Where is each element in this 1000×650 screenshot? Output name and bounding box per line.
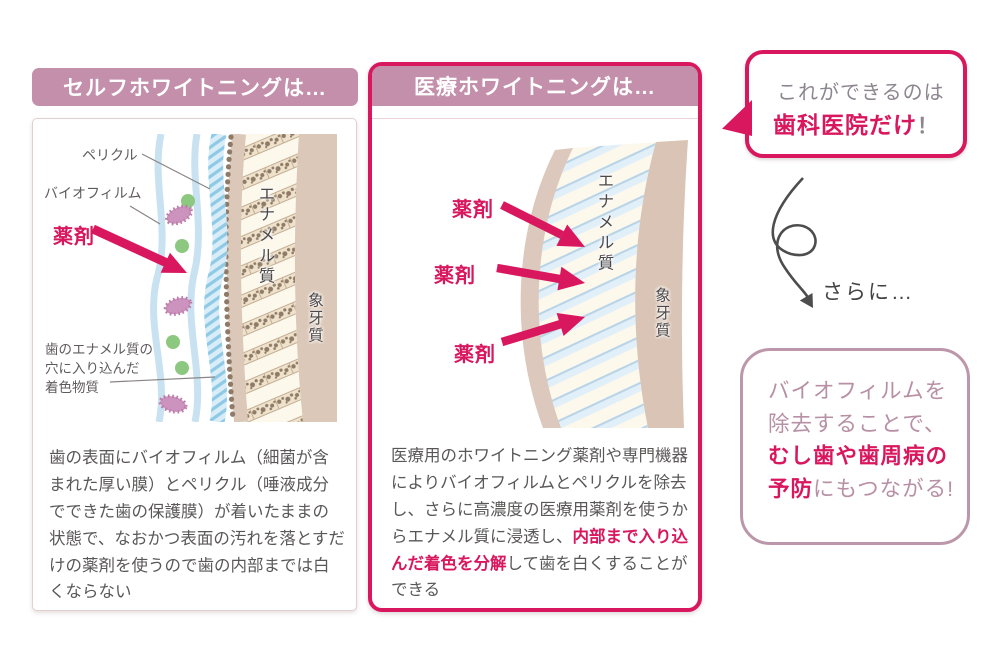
self-whitening-description: 歯の表面にバイオフィルム（細菌が含まれた厚い膜）とペリクル（唾液成分でできた歯の… <box>49 449 345 602</box>
bacteria-dots <box>166 194 195 375</box>
description-highlight: 内部まで入り込んだ着色を分解 <box>391 527 688 573</box>
bubble1-line2: 歯科医院だけ！ <box>773 106 939 140</box>
bubble1-exclamation: ！ <box>917 115 939 138</box>
dentin-layer <box>635 140 688 428</box>
dentist-only-bubble: これができるのは 歯科医院だけ！ <box>722 50 967 158</box>
biofilm-wave <box>150 134 166 422</box>
description-text: 医療用のホワイトニング薬剤や専門機器によりバイオフィルムとペリクルを除去し、さら… <box>391 447 688 546</box>
description-text: して歯を白くすることができる <box>391 554 688 600</box>
self-whitening-diagram <box>91 134 337 422</box>
stain-substance-label: 歯のエナメル質の 穴に入り込んだ 着色物質 <box>45 342 153 395</box>
agent-label-1: 薬剤 <box>452 199 494 221</box>
speech-bubble-tail-icon <box>722 100 752 136</box>
dentin-layer <box>294 134 337 422</box>
agent-arrow-icons <box>496 201 585 347</box>
tooth-layers <box>150 134 337 422</box>
bubble2-highlight2: 予防 <box>768 477 814 502</box>
stained-enamel-layer <box>239 134 303 422</box>
label-pointer-lines <box>109 153 216 383</box>
curly-arrow-icon <box>771 177 817 308</box>
medical-whitening-description: 医療用のホワイトニング薬剤や専門機器によりバイオフィルムとペリクルを除去し、さら… <box>391 443 689 604</box>
self-whitening-header: セルフホワイトニングは… <box>32 68 358 106</box>
dentin-label: 象牙質 <box>306 292 323 345</box>
clean-enamel-layer <box>538 142 656 428</box>
bubble2-suffix: にもつながる! <box>813 477 955 502</box>
pellicle-layer <box>204 134 228 422</box>
dentin-label: 象牙質 <box>653 287 670 340</box>
bubble2-highlight: むし歯や歯周病の <box>768 444 949 469</box>
biofilm-benefit-bubble: バイオフィルムを 除去することで、 むし歯や歯周病の 予防にもつながる! <box>740 348 970 545</box>
bubble1-line1: これができるのは <box>777 82 945 104</box>
bacteria-microbes <box>158 204 193 414</box>
surface-stain-dots <box>223 134 236 422</box>
medical-whitening-diagram <box>496 140 688 428</box>
enamel-label: エナメル質 <box>595 172 613 275</box>
bubble1-highlight: 歯科医院だけ <box>773 112 917 138</box>
agent-label: 薬剤 <box>53 226 95 248</box>
biofilm-wave <box>187 134 202 422</box>
panel-divider <box>372 118 698 119</box>
bubble2-line2: 除去することで、 <box>768 411 947 436</box>
biofilm-label: バイオフィルム <box>44 185 142 201</box>
bubble2-line1: バイオフィルムを <box>768 379 948 403</box>
bubble2-line4: 予防にもつながる! <box>768 473 967 506</box>
enamel-surface-band <box>226 134 248 422</box>
medical-whitening-header: 医療ホワイトニングは… <box>372 66 698 106</box>
agent-arrow-icon <box>91 224 187 273</box>
more-label: さらに… <box>822 281 914 304</box>
pellicle-label: ペリクル <box>82 147 138 163</box>
agent-label-3: 薬剤 <box>454 344 496 366</box>
agent-label-2: 薬剤 <box>434 265 476 287</box>
enamel-label: エナメル質 <box>256 185 274 288</box>
